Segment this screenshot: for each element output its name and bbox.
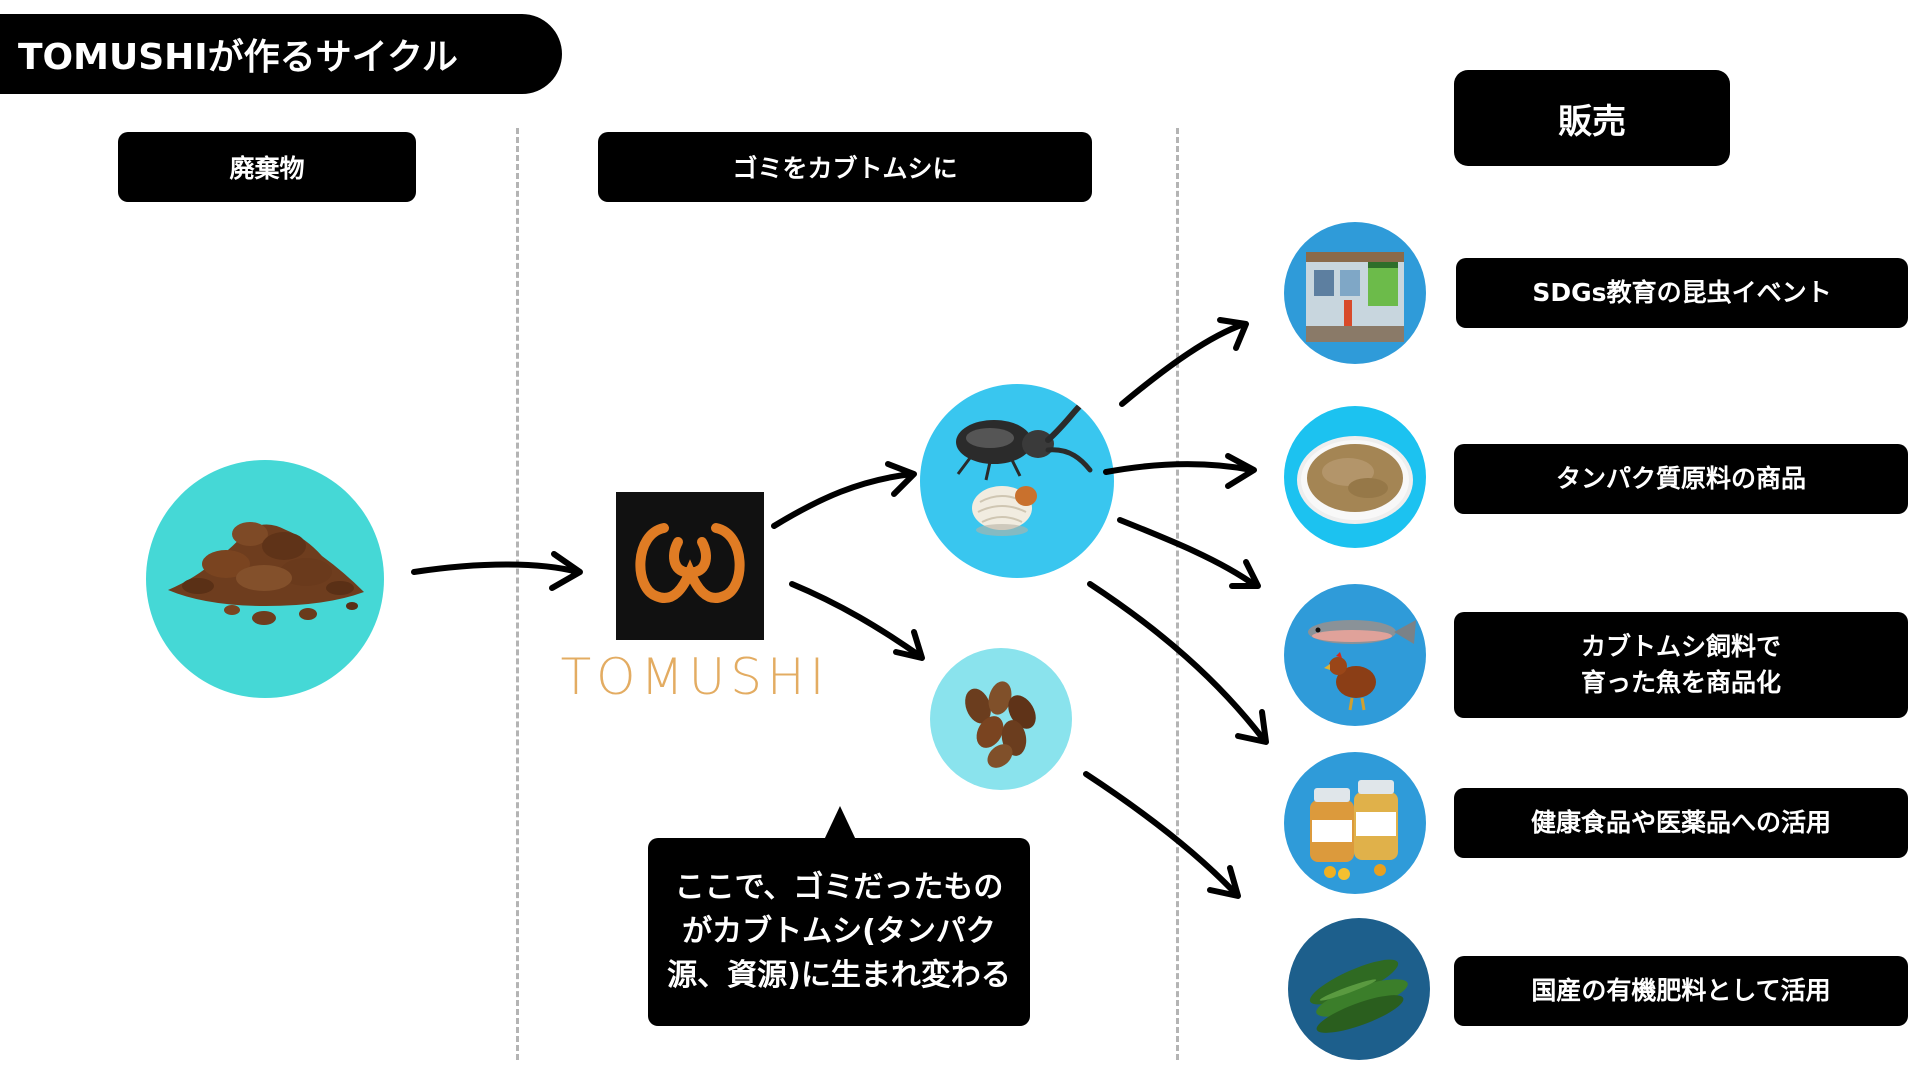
column-divider [1176,128,1179,1060]
logo-text: TOMUSHI [560,648,830,706]
arrow-tomushi-to-frass [789,581,923,659]
arrow-tomushi-to-beetle-head [885,461,917,497]
arrow-beetle-to-event [1119,321,1247,407]
output-label-health: 健康食品や医薬品への活用 [1454,788,1908,858]
arrow-beetle-to-protein [1103,461,1255,475]
output-label-fish: カブトムシ飼料で 育った魚を商品化 [1454,612,1908,718]
arrow-beetle-to-fish [1117,517,1259,589]
output-label-event: SDGs教育の昆虫イベント [1456,258,1908,328]
arrow-beetle-to-health-head [1235,709,1269,745]
arrow-beetle-to-fish-head [1229,559,1261,589]
output-label-protein: タンパク質原料の商品 [1454,444,1908,514]
arrow-waste-to-tomushi [411,561,581,575]
vitamin-bottles-icon [1284,752,1426,894]
arrow-frass-to-fertilizer-head [1207,865,1241,899]
beetle-and-larva-icon [920,384,1114,578]
column-header-sales: 販売 [1454,70,1730,166]
page-title: TOMUSHIが作るサイクル [0,14,562,94]
arrow-tomushi-to-frass-head [893,629,925,661]
transformation-callout: ここで、ゴミだったもの がカブトムシ(タンパク 源、資源)に生まれ変わる [648,838,1030,1026]
cucumber-icon [1288,918,1430,1060]
arrow-beetle-to-protein-head [1225,453,1257,489]
arrow-waste-to-tomushi-head [549,551,583,591]
arrow-tomushi-to-beetle [771,471,915,529]
event-building-icon [1284,222,1426,364]
column-header-waste: 廃棄物 [118,132,416,202]
output-label-fertilizer: 国産の有機肥料として活用 [1454,956,1908,1026]
protein-powder-icon [1284,406,1426,548]
fish-and-chicken-icon [1284,584,1426,726]
soil-pile-icon [146,460,384,698]
column-header-process: ゴミをカブトムシに [598,132,1092,202]
frass-pellets-icon [930,648,1072,790]
arrow-beetle-to-event-head [1217,317,1249,351]
callout-pointer [824,806,856,840]
tomushi-logo-icon [616,492,764,640]
column-divider [516,128,519,1060]
arrow-frass-to-fertilizer [1083,771,1239,897]
